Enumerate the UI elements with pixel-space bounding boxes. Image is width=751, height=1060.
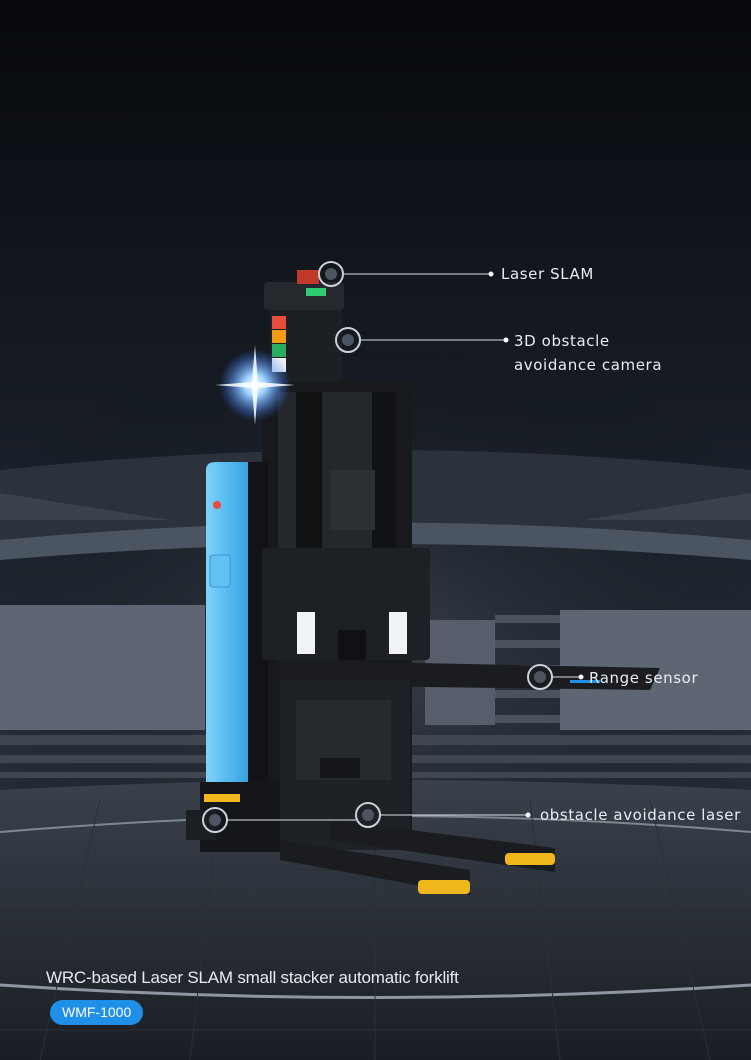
callout-range-sensor-marker [527, 664, 584, 690]
callout-label-obstacle-camera: 3D obstacle avoidance camera [514, 332, 663, 374]
callout-label-range-sensor: Range sensor [589, 669, 699, 687]
callout-label-avoidance-laser: obstacle avoidance laser [540, 806, 741, 824]
floor [0, 780, 751, 1060]
callout-camera-marker [335, 327, 509, 353]
product-caption: WRC-based Laser SLAM small stacker autom… [46, 968, 459, 987]
model-badge: WMF-1000 [50, 1000, 144, 1025]
forklift [186, 270, 660, 895]
callout-avoidance-laser-marker [202, 802, 531, 833]
callout-label-laser-slam: Laser SLAM [501, 265, 594, 283]
callout-laser-slam-marker [318, 261, 494, 287]
